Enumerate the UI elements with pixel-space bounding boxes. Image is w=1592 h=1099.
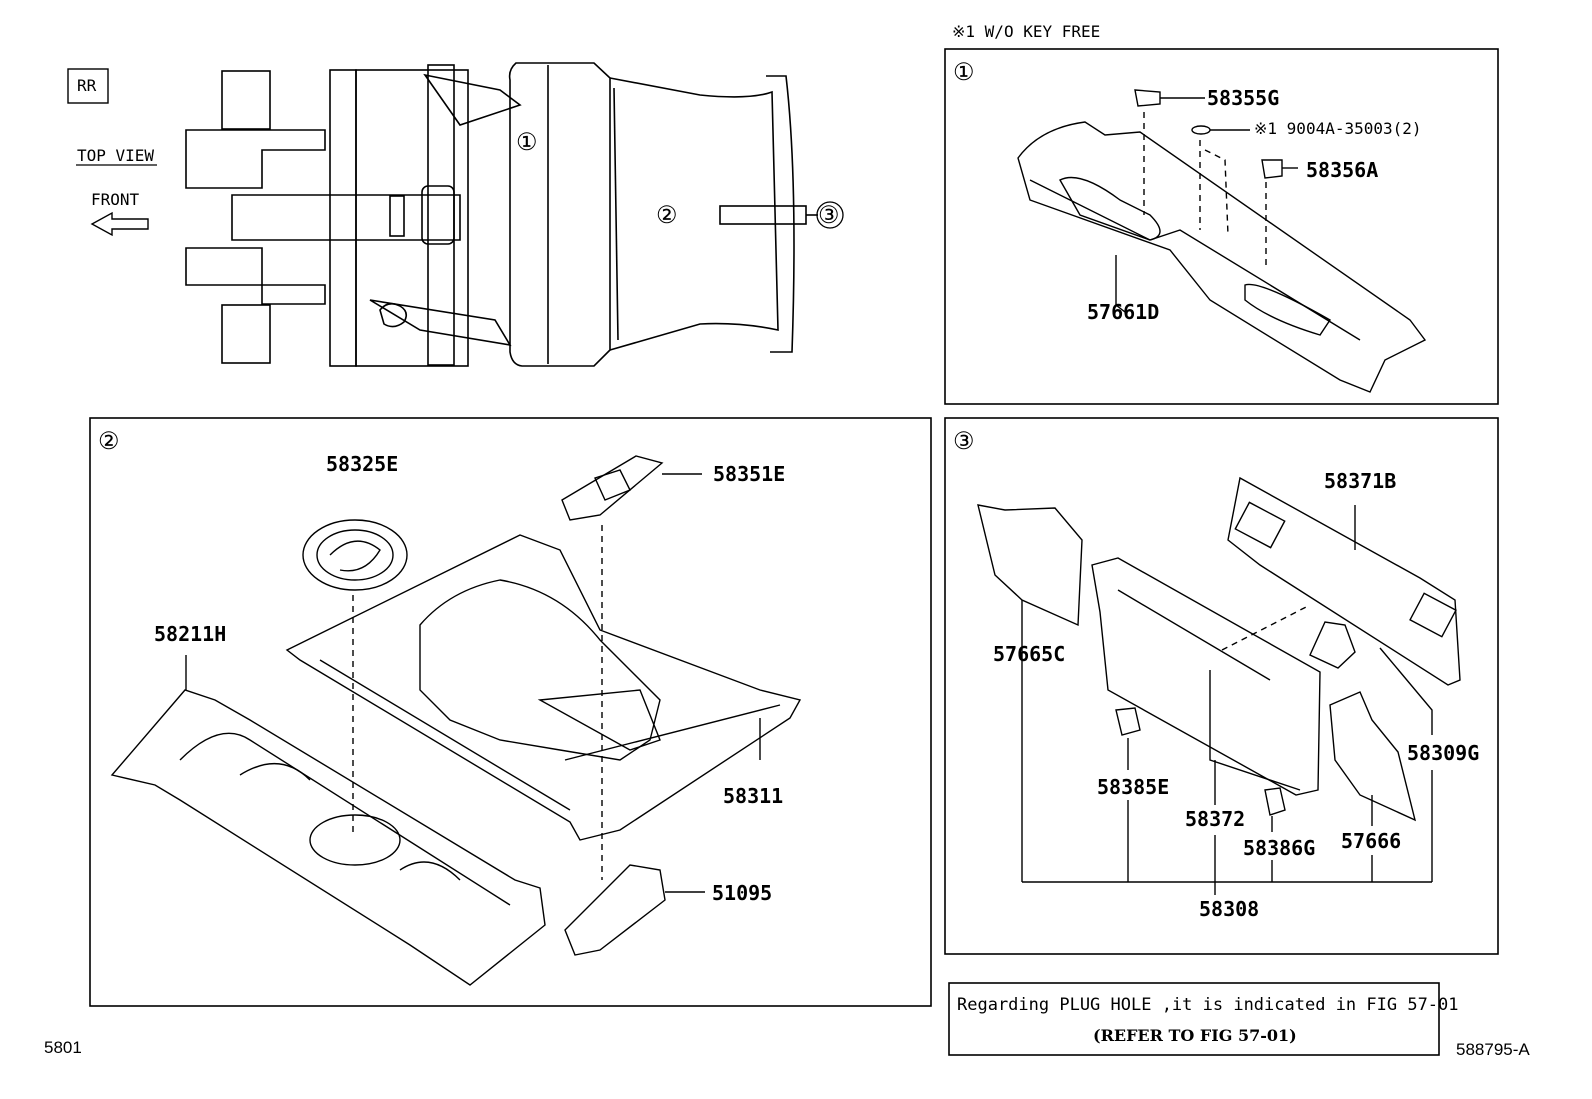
part-57665C[interactable]: 57665C: [993, 642, 1066, 666]
key-free-note: ※1 W/O KEY FREE: [952, 22, 1101, 41]
part-58309G[interactable]: 58309G: [1407, 741, 1480, 765]
panel-2-frame: [89, 417, 932, 1007]
panel-3-callout: ③: [953, 427, 975, 455]
callout-2-top-view: ②: [656, 201, 678, 229]
callout-1-top-view: ①: [516, 128, 538, 156]
panel-2-callout: ②: [98, 427, 120, 455]
front-label: FRONT: [91, 190, 140, 209]
part-58371B[interactable]: 58371B: [1324, 469, 1397, 493]
part-58385E[interactable]: 58385E: [1097, 775, 1170, 799]
part-57666[interactable]: 57666: [1341, 829, 1402, 853]
page-code: 5801: [44, 1038, 82, 1057]
part-58325E[interactable]: 58325E: [326, 452, 399, 476]
part-9004A-35003[interactable]: ※1 9004A-35003(2): [1254, 119, 1422, 138]
part-51095[interactable]: 51095: [712, 881, 773, 905]
figure-code: 588795-A: [1456, 1040, 1530, 1059]
panel-3-drawing: [977, 476, 1461, 895]
part-58386G[interactable]: 58386G: [1243, 836, 1316, 860]
part-58308[interactable]: 58308: [1199, 897, 1260, 921]
part-58311[interactable]: 58311: [723, 784, 784, 808]
part-58372[interactable]: 58372: [1185, 807, 1246, 831]
part-58351E[interactable]: 58351E: [713, 462, 786, 486]
panel-2-drawing: [110, 455, 802, 986]
note-box-frame: [948, 982, 1440, 1056]
callout-3-top-view: ③: [818, 201, 840, 229]
part-58355G[interactable]: 58355G: [1207, 86, 1280, 110]
rear-badge: RR: [77, 76, 97, 95]
plug-hole-note: Regarding PLUG HOLE ,it is indicated in …: [957, 995, 1459, 1015]
panel-1-frame: [944, 48, 1499, 405]
part-58211H[interactable]: 58211H: [154, 622, 227, 646]
panel-3-frame: [944, 417, 1499, 955]
refer-to-fig-link[interactable]: (REFER TO FIG 57-01): [1093, 1026, 1297, 1045]
top-view-label: TOP VIEW: [77, 146, 155, 165]
top-view-schematic: [67, 62, 844, 367]
part-57661D[interactable]: 57661D: [1087, 300, 1160, 324]
part-58356A[interactable]: 58356A: [1306, 158, 1379, 182]
panel-1-callout: ①: [953, 58, 975, 86]
panel-1-drawing: [1017, 89, 1427, 393]
